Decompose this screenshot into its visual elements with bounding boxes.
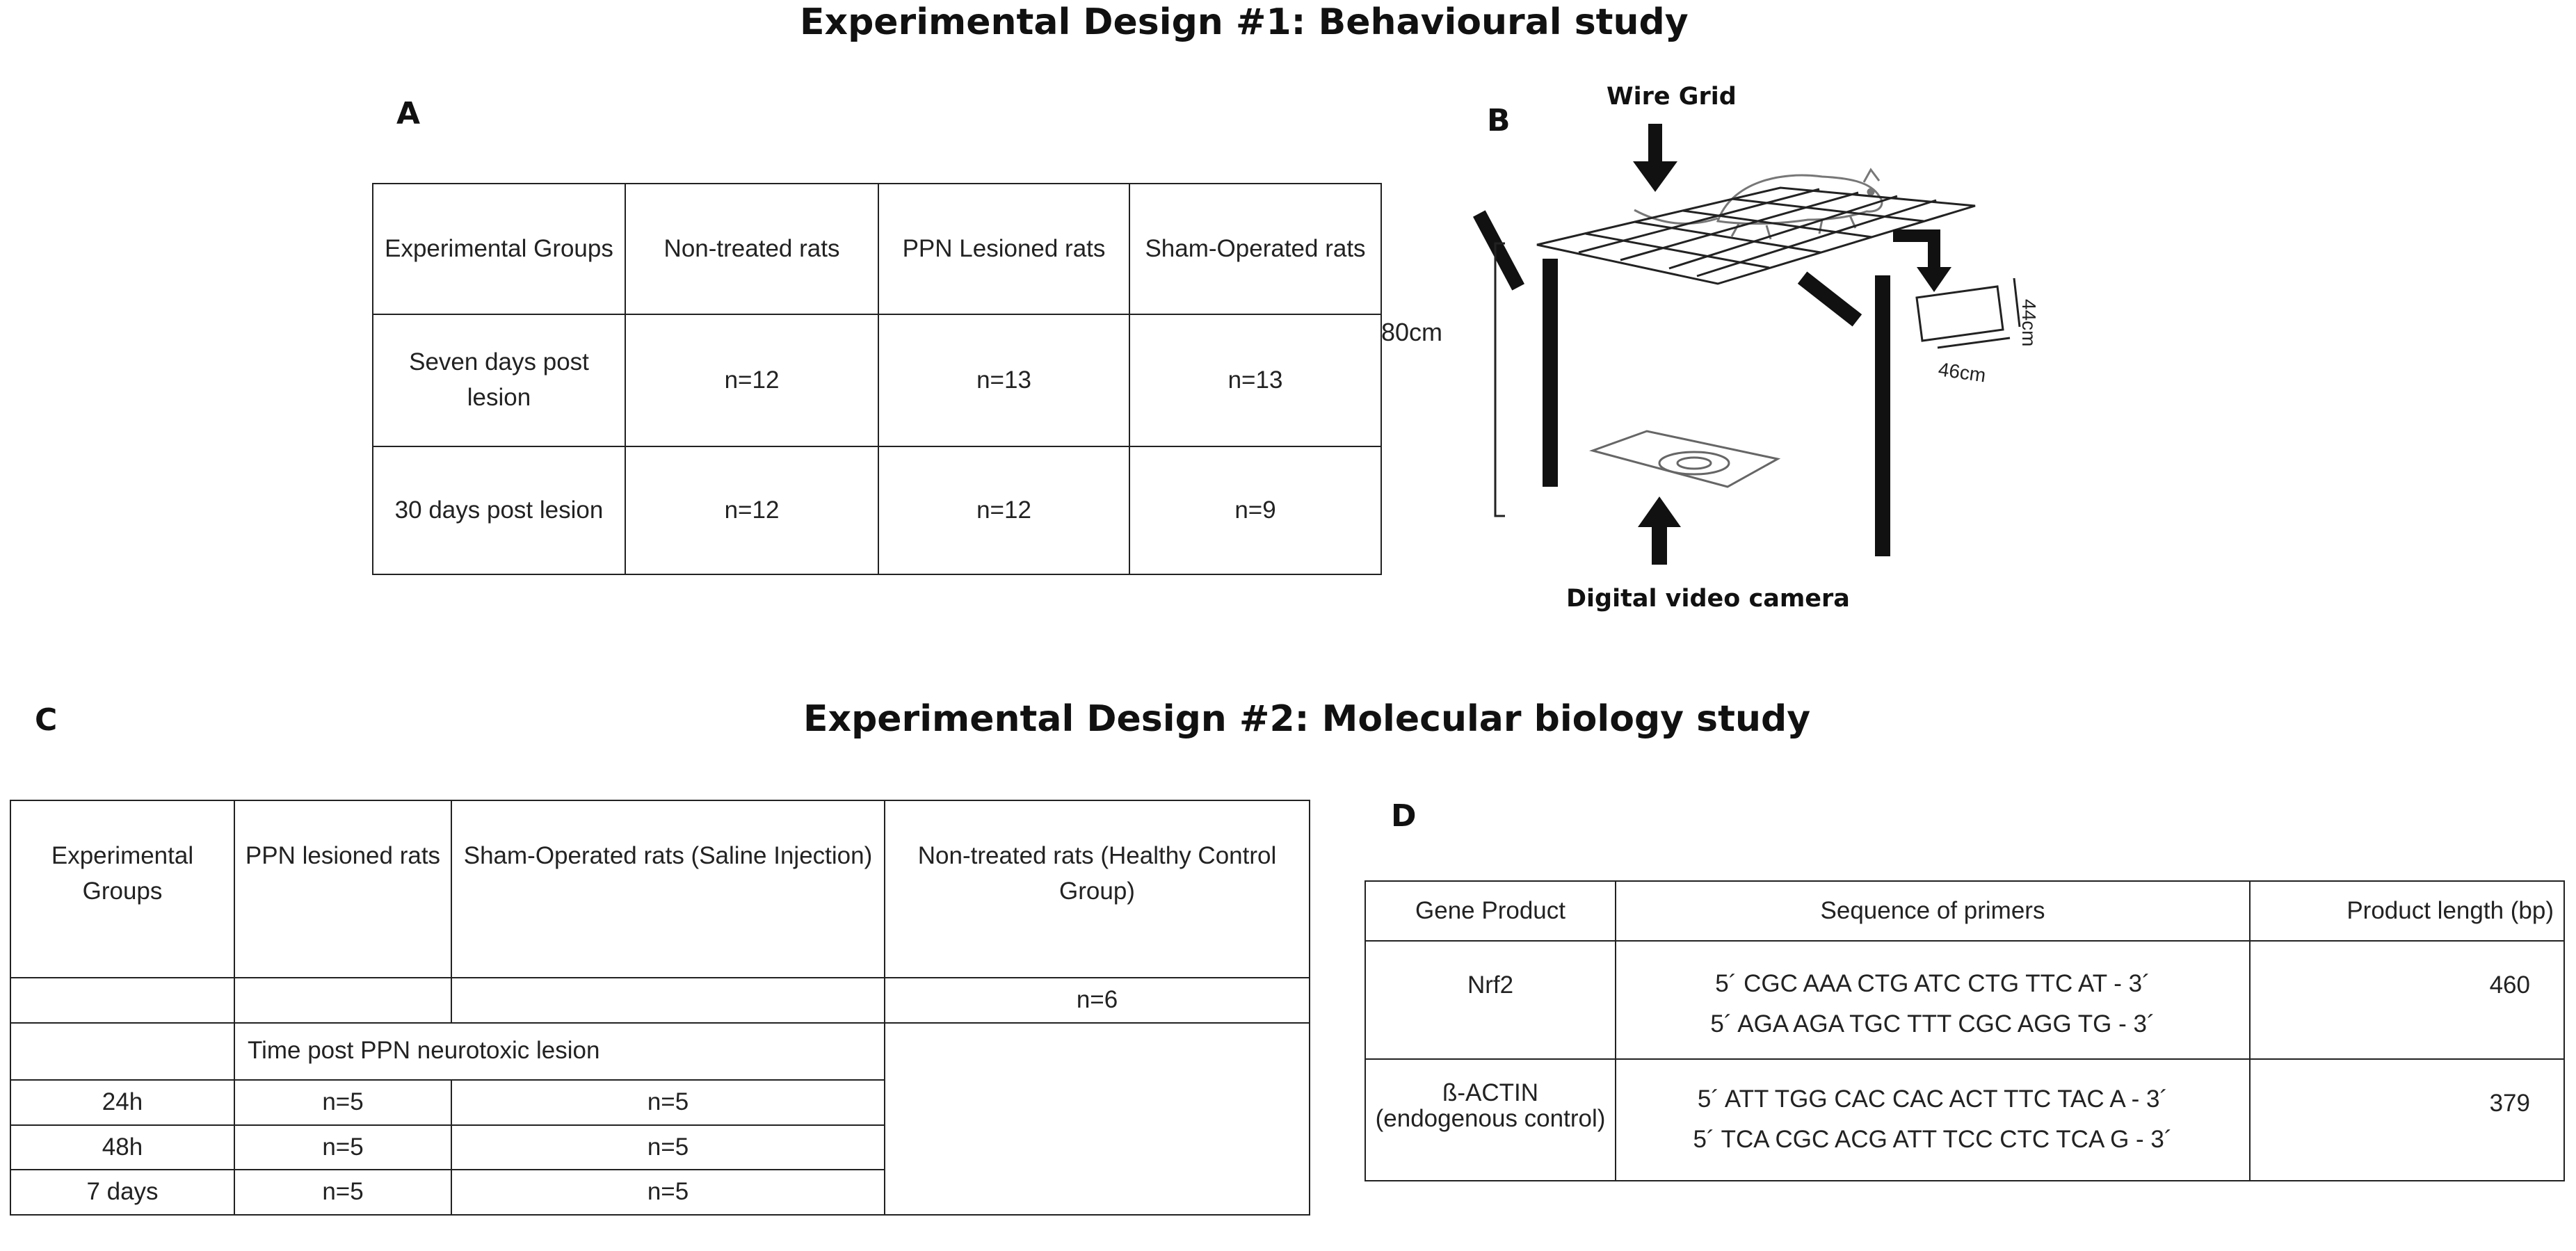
table-header-cell: Sequence of primers — [1615, 880, 2251, 942]
wire-grid — [1536, 186, 1976, 285]
time-label-cell: Time post PPN neurotoxic lesion — [234, 1022, 885, 1081]
table-cell: 7 days — [10, 1169, 235, 1216]
apparatus-leg — [1797, 271, 1862, 327]
panel-label-a: A — [396, 96, 421, 131]
table-row: 24h n=5 n=5 — [10, 1079, 1310, 1126]
table-row: Nrf2 5´ CGC AAA CTG ATC CTG TTC AT - 3´ … — [1365, 940, 2565, 1060]
gene-cell: ß-ACTIN (endogenous control) — [1365, 1058, 1616, 1181]
table-header-cell: Sham-Operated rats — [1129, 183, 1382, 315]
table-cell: n=5 — [234, 1169, 452, 1216]
table-cell: 30 days post lesion — [372, 446, 626, 575]
rat-sketch — [1634, 168, 1883, 240]
healthy-n-cell: n=6 — [884, 977, 1310, 1024]
table-cell: n=5 — [451, 1124, 885, 1171]
table-cell: n=9 — [1129, 446, 1382, 575]
table-header-cell: Product length (bp) — [2249, 880, 2565, 942]
time-label: Time post PPN neurotoxic lesion — [248, 1037, 600, 1065]
table-row: 7 days n=5 n=5 — [10, 1169, 1310, 1216]
primer-forward: 5´ CGC AAA CTG ATC CTG TTC AT - 3´ — [1715, 970, 2150, 997]
table-row: Gene Product Sequence of primers Product… — [1365, 880, 2565, 942]
table-cell: n=5 — [451, 1169, 885, 1216]
table-header-cell: PPN lesioned rats — [234, 800, 452, 978]
table-cell: Seven days post lesion — [372, 314, 626, 447]
table-row: ß-ACTIN (endogenous control) 5´ ATT TGG … — [1365, 1058, 2565, 1181]
apparatus-leg — [1875, 275, 1890, 556]
table-cell: n=13 — [878, 314, 1130, 447]
length-cell: 379 — [2249, 1058, 2565, 1181]
width-label: 46cm — [1937, 358, 1987, 386]
table-header-cell: Experimental Groups — [10, 800, 235, 978]
table-row: 30 days post lesion n=12 n=12 n=9 — [372, 446, 1382, 575]
table-row: 48h n=5 n=5 — [10, 1124, 1310, 1171]
camera-label: Digital video camera — [1566, 585, 1850, 613]
panel-label-d: D — [1391, 798, 1417, 834]
table-cell: n=12 — [878, 446, 1130, 575]
primer-cell: 5´ CGC AAA CTG ATC CTG TTC AT - 3´ 5´ AG… — [1615, 940, 2251, 1060]
table-row: n=6 — [10, 977, 1310, 1024]
product-length: 460 — [2489, 971, 2530, 999]
table-header-cell: PPN Lesioned rats — [878, 183, 1130, 315]
product-length: 379 — [2489, 1090, 2530, 1117]
table-cell: n=5 — [451, 1079, 885, 1126]
table-cell: 24h — [10, 1079, 235, 1126]
table-cell — [884, 1022, 1310, 1216]
apparatus-leg — [1543, 259, 1558, 487]
table-header-cell: Non-treated rats — [625, 183, 879, 315]
table-cell — [10, 1022, 235, 1081]
wire-grid-label: Wire Grid — [1607, 83, 1737, 111]
table-row: Experimental Groups PPN lesioned rats Sh… — [10, 800, 1310, 978]
table-cell — [234, 977, 452, 1024]
primer-forward: 5´ ATT TGG CAC CAC ACT TTC TAC A - 3´ — [1697, 1085, 2168, 1113]
table-row: Experimental Groups Non-treated rats PPN… — [372, 183, 1382, 315]
table-cell: 48h — [10, 1124, 235, 1171]
primer-reverse: 5´ AGA AGA TGC TTT CGC AGG TG - 3´ — [1710, 1010, 2155, 1038]
primer-cell: 5´ ATT TGG CAC CAC ACT TTC TAC A - 3´ 5´… — [1615, 1058, 2251, 1181]
table-cell — [451, 977, 885, 1024]
gene-cell: Nrf2 — [1365, 940, 1616, 1060]
wire-grid-arrow — [1633, 124, 1677, 192]
table-cell: n=12 — [625, 446, 879, 575]
table-a-groups: Experimental Groups Non-treated rats PPN… — [372, 183, 1382, 575]
table-cell: n=5 — [234, 1124, 452, 1171]
design2-title: Experimental Design #2: Molecular biolog… — [803, 698, 1811, 740]
table-row: Time post PPN neurotoxic lesion — [10, 1022, 1310, 1216]
design1-title: Experimental Design #1: Behavioural stud… — [800, 1, 1689, 43]
length-cell: 460 — [2249, 940, 2565, 1060]
table-cell — [10, 977, 235, 1024]
table-cell: n=13 — [1129, 314, 1382, 447]
panel-label-c: C — [35, 702, 58, 738]
apparatus-leg — [1473, 210, 1524, 291]
primer-reverse: 5´ TCA CGC ACG ATT TCC CTC TCA G - 3´ — [1693, 1125, 2173, 1153]
height-bracket — [1494, 242, 1505, 517]
dimension-box — [1915, 277, 2021, 349]
depth-label: 44cm — [2018, 299, 2040, 346]
table-d-primers: Gene Product Sequence of primers Product… — [1365, 880, 2565, 1181]
table-cell: n=12 — [625, 314, 879, 447]
panel-label-b: B — [1487, 103, 1511, 138]
table-c-groups: Experimental Groups PPN lesioned rats Sh… — [10, 800, 1310, 1216]
camera-arrow — [1638, 497, 1681, 565]
camera-sketch — [1588, 430, 1781, 488]
table-header-cell: Sham-Operated rats (Saline Injection) — [451, 800, 885, 978]
side-arrow — [1893, 229, 1951, 292]
table-header-cell: Experimental Groups — [372, 183, 626, 315]
height-label: 80cm — [1381, 318, 1442, 346]
table-row: Seven days post lesion n=12 n=13 n=13 — [372, 314, 1382, 447]
table-header-cell: Non-treated rats (Healthy Control Group) — [884, 800, 1310, 978]
table-cell: n=5 — [234, 1079, 452, 1126]
table-header-cell: Gene Product — [1365, 880, 1616, 942]
